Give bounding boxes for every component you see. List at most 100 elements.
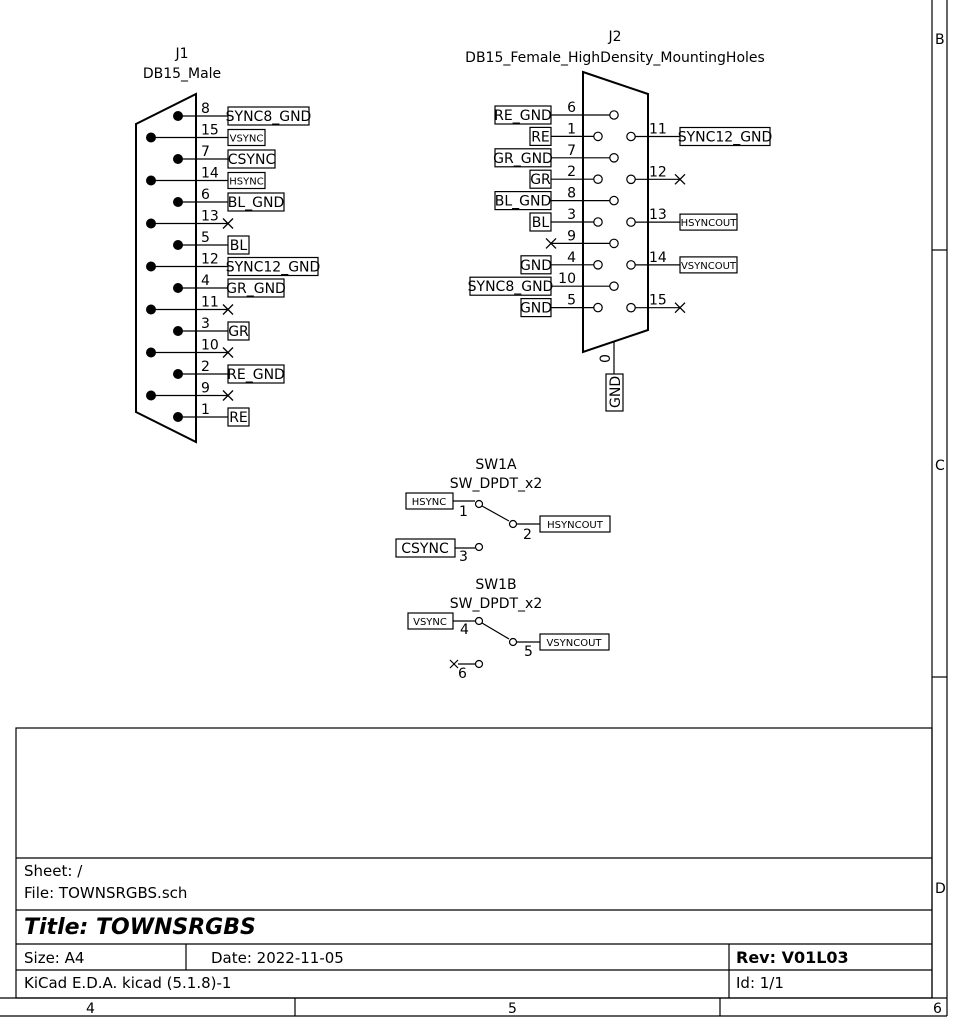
j2-pin-1-net-label: RE [531, 129, 550, 145]
j2-pin-14-net-label-box [679, 256, 738, 274]
j1-pin-12-net-label-box [227, 256, 319, 277]
j2-pin-9-no-connect [545, 237, 557, 249]
sw1b-in-pin-number: 4 [460, 622, 469, 638]
j2-pin-14-contact [626, 260, 636, 270]
j2-pin-9-contact [609, 238, 619, 249]
j2-pin-3-net-label-box [529, 212, 552, 232]
file-name: File: TOWNSRGBS.sch [24, 884, 187, 902]
j1-pin-11-no-connect [222, 304, 234, 315]
title-block: Sheet: / File: TOWNSRGBS.sch Title: TOWN… [15, 727, 933, 999]
j2-pin-10-contact [609, 281, 619, 291]
j1-pin-3-number: 3 [201, 316, 210, 332]
j2-pin-1-contact [593, 131, 603, 142]
j2-pin-4-contact [593, 259, 603, 270]
j2-shield-pin-number: 0 [598, 354, 614, 363]
j1-pin-6-net-label: BL_GND [228, 195, 285, 211]
j1-pin-9-number: 9 [201, 381, 210, 397]
j1-pin-13-number: 13 [201, 209, 219, 225]
j2-pin-2-number: 2 [567, 164, 576, 180]
j2-pin-6-net-label-box [494, 105, 552, 125]
sheet-date: Date: 2022-11-05 [211, 949, 344, 967]
j2-pin-5-net-label-box [520, 298, 552, 318]
sw1b-out-pin-number: 5 [524, 644, 533, 660]
j2-pin-1-net-label-box [529, 126, 552, 147]
sw1a-out-net-box [539, 515, 611, 533]
border-col-5: 5 [508, 1001, 517, 1017]
sw1b-reference: SW1B [475, 577, 516, 593]
j2-pin-10-net-label-box [469, 276, 552, 296]
j2-pin-12-contact [626, 174, 636, 185]
tool-version: KiCad E.D.A. kicad (5.1.8)-1 [24, 974, 231, 992]
j2-pin-13-number: 13 [649, 207, 667, 223]
j1-reference: J1 [174, 46, 188, 62]
j2-pin-10-net-label: SYNC8_GND [468, 279, 554, 295]
j2-pin-11-contact [626, 131, 636, 142]
j1-pin-4-number: 4 [201, 273, 210, 289]
j2-reference: J2 [607, 29, 621, 45]
switch-sw1a: SW1A SW_DPDT_x2 HSYNC 1 2 HSYNCOUT CSYNC… [395, 457, 611, 565]
j2-pin-10-number: 10 [558, 271, 576, 287]
j2-pin-14-number: 14 [649, 250, 667, 266]
j1-pin-7-net-label-box [227, 149, 276, 169]
j2-pin-12-number: 12 [649, 164, 667, 180]
border-col-4: 4 [86, 1001, 95, 1017]
j2-pin-5-number: 5 [567, 293, 576, 309]
border-col-6: 6 [933, 1001, 942, 1017]
j2-pin-9-number: 9 [567, 228, 576, 244]
j2-pin-3-net-label: BL [532, 215, 550, 231]
j2-pin-8-number: 8 [567, 186, 576, 202]
sw1a-in-net-label: HSYNC [412, 497, 446, 508]
j1-pin-14-net-label: HSYNC [229, 177, 263, 188]
j1-pin-8-number: 8 [201, 101, 210, 117]
border-row-c: C [935, 458, 945, 474]
sheet-id: Id: 1/1 [736, 974, 784, 992]
j1-pin-13-no-connect [222, 218, 234, 229]
sw1b-in-net-label: VSYNC [413, 617, 447, 628]
j2-pin-2-contact [593, 174, 603, 184]
j2-pin-8-contact [609, 195, 619, 206]
j1-pin-9-no-connect [222, 390, 234, 401]
sw1a-out-net-label: HSYNCOUT [547, 520, 604, 531]
j1-pin-14-number: 14 [201, 166, 219, 182]
j1-pin-5-number: 5 [201, 230, 210, 246]
j2-pin-4-number: 4 [567, 250, 576, 266]
j1-pin-3-net-label: GR [228, 324, 249, 340]
switch-sw1b: SW1B SW_DPDT_x2 VSYNC 4 5 VSYNCOUT 6 [407, 577, 610, 682]
j1-pin-3-net-label-box [227, 321, 250, 341]
j2-pin-6-net-label: RE_GND [494, 108, 552, 124]
sw1a-in-pin-number: 1 [459, 504, 468, 520]
j2-pin-7-number: 7 [567, 143, 576, 159]
j2-pin-14-net-label: VSYNCOUT [681, 261, 737, 272]
j2-body [582, 70, 649, 354]
sw1a-out-pin-number: 2 [523, 527, 532, 543]
j2-pin-8-net-label: BL_GND [495, 194, 552, 210]
j1-pin-15-net-label-box [227, 128, 266, 147]
sheet-size: Size: A4 [24, 949, 84, 967]
j2-value: DB15_Female_HighDensity_MountingHoles [465, 50, 765, 66]
j2-pin-12-no-connect [674, 173, 686, 185]
j1-pin-11-number: 11 [201, 295, 219, 311]
j2-pin-4-net-label: GND [520, 258, 552, 274]
j1-pin-5-net-label: BL [230, 238, 248, 254]
j1-pin-1-number: 1 [201, 402, 210, 418]
j1-pin-5-net-label-box [227, 235, 250, 255]
j2-pin-7-net-label-box [494, 148, 552, 168]
j1-pin-1-net-label: RE [229, 410, 248, 426]
j2-pin-11-net-label: SYNC12_GND [678, 130, 773, 146]
j2-shield-net-box [605, 373, 624, 412]
j2-pin-4-net-label-box [520, 255, 552, 275]
j2-pin-5-contact [593, 302, 603, 313]
j2-pin-13-net-label: HSYNCOUT [681, 218, 738, 229]
sw1b-out-net-label: VSYNCOUT [546, 638, 602, 649]
j1-pin-10-number: 10 [201, 338, 219, 354]
connector-j2: J2 DB15_Female_HighDensity_MountingHoles… [465, 29, 773, 412]
sheet-revision: Rev: V01L03 [736, 948, 849, 967]
j2-pin-2-net-label: GR [530, 172, 551, 188]
j2-pin-7-contact [609, 153, 619, 163]
j2-shield-net-label: GND [608, 376, 624, 408]
sheet-title: Title: TOWNSRGBS [24, 915, 256, 940]
j2-pin-6-number: 6 [567, 100, 576, 116]
j2-pin-15-number: 15 [649, 293, 667, 309]
